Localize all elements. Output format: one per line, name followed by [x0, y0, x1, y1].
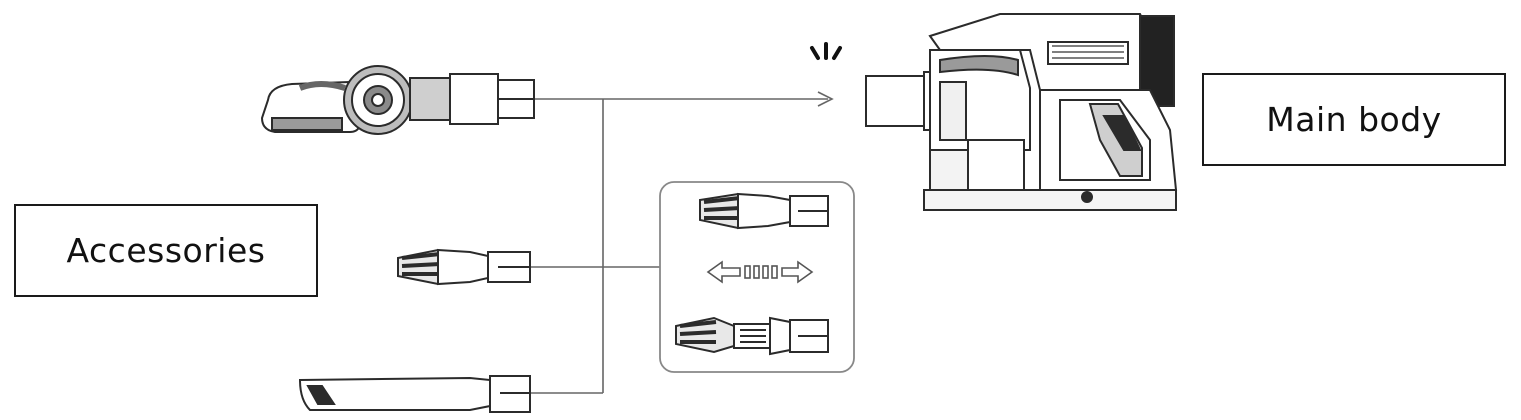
crevice-tool-icon [298, 375, 531, 413]
accessories-label: Accessories [14, 204, 318, 297]
main-body-label: Main body [1202, 73, 1506, 166]
suction-airflow-icon [810, 42, 842, 60]
double-arrow-icon [706, 260, 814, 284]
connector-lines [531, 91, 834, 394]
brush-tool-icon [397, 248, 531, 286]
vacuum-main-body-icon [865, 13, 1178, 211]
extendable-brush-icon [659, 181, 855, 373]
accessories-label-text: Accessories [66, 231, 266, 270]
motorized-floor-brush-icon [260, 65, 535, 135]
main-body-label-text: Main body [1266, 100, 1442, 139]
